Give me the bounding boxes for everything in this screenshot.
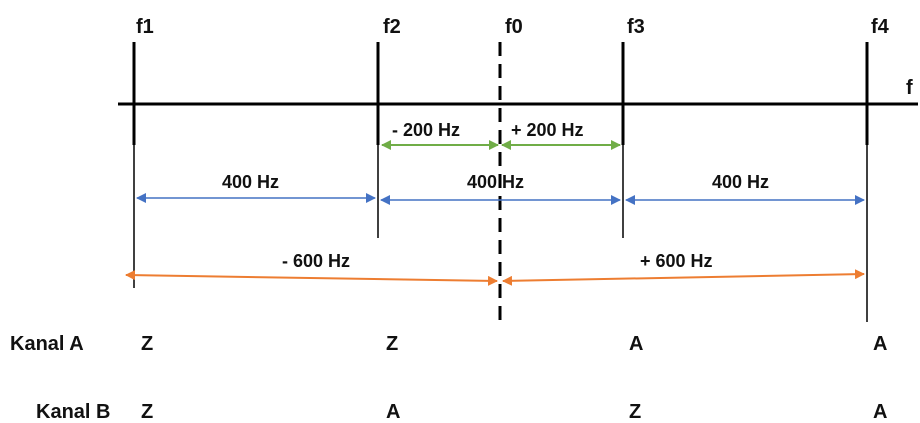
- label-400-3: 400 Hz: [712, 172, 769, 192]
- freq-label-f1: f1: [136, 16, 154, 38]
- channel-b-label: Kanal B: [36, 401, 110, 423]
- channel-a-value: Z: [141, 333, 153, 355]
- channel-b-value: Z: [629, 401, 641, 423]
- channel-a-label: Kanal A: [10, 333, 84, 355]
- axis-label-f: f: [906, 77, 913, 99]
- freq-label-f2: f2: [383, 16, 401, 38]
- channel-a-value: A: [629, 333, 643, 355]
- freq-label-f3: f3: [627, 16, 645, 38]
- label-400-2: 400 Hz: [467, 172, 524, 192]
- channel-b-value: A: [873, 401, 887, 423]
- label-400-1: 400 Hz: [222, 172, 279, 192]
- label-minus-200: - 200 Hz: [392, 120, 460, 140]
- channel-b-value: A: [386, 401, 400, 423]
- arrow-plus-600: [502, 269, 865, 286]
- freq-label-f4: f4: [871, 16, 890, 38]
- label-plus-200: + 200 Hz: [511, 120, 584, 140]
- label-plus-600: + 600 Hz: [640, 251, 713, 271]
- freq-label-f0: f0: [505, 16, 523, 38]
- label-minus-600: - 600 Hz: [282, 251, 350, 271]
- channel-a-value: A: [873, 333, 887, 355]
- channel-b-value: Z: [141, 401, 153, 423]
- channel-a-value: Z: [386, 333, 398, 355]
- arrow-minus-600: [125, 270, 498, 286]
